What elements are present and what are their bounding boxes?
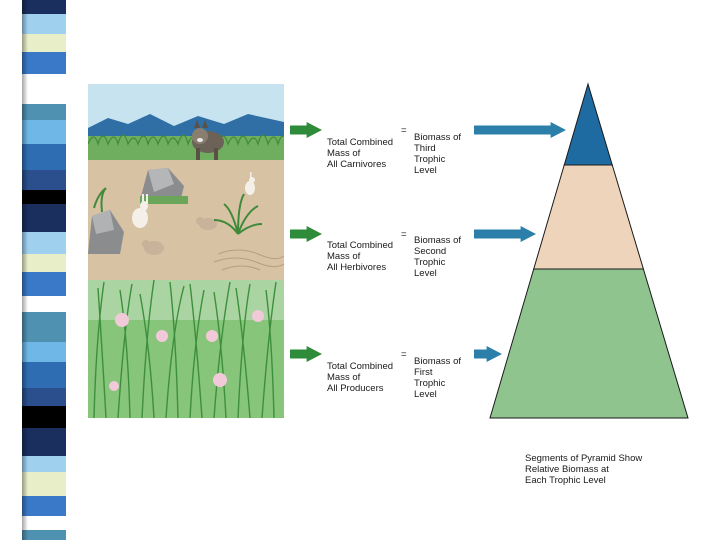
stripe-block (22, 342, 66, 362)
green-arrow-icon (290, 122, 322, 138)
equals-sign: = (401, 125, 407, 136)
pyramid-first-level (489, 268, 689, 419)
rock-icon (88, 210, 124, 254)
blue-arrow-icon (474, 226, 536, 242)
stripe-block (22, 120, 66, 144)
stripe-block (22, 144, 66, 170)
rock-icon (140, 168, 184, 202)
grass-icon (93, 187, 263, 235)
stripe-block (22, 74, 66, 104)
rabbit-icon (142, 240, 164, 255)
stripe-block (22, 272, 66, 296)
green-arrow-icon (290, 226, 322, 242)
stripe-block (22, 296, 66, 312)
stripe-block (22, 204, 66, 232)
grass-icon (93, 279, 277, 418)
decorative-stripe (22, 0, 66, 540)
pyramid-second-level (533, 164, 645, 270)
stripe-block (22, 516, 66, 530)
stripe-block (22, 0, 66, 14)
stripe-block (22, 530, 66, 540)
stripe-block (22, 34, 66, 52)
stripe-block (22, 312, 66, 342)
equals-sign: = (401, 349, 407, 360)
blue-arrow-icon (474, 122, 566, 138)
flower-icon (109, 310, 264, 391)
stripe-block (22, 52, 66, 74)
stripe-block (22, 428, 66, 456)
stripe-block (22, 472, 66, 496)
stripe-block (22, 232, 66, 254)
stripe-block (22, 406, 66, 428)
stripe-block (22, 104, 66, 120)
stripe-block (22, 496, 66, 516)
rabbit-icon (132, 194, 148, 228)
stripe-block (22, 170, 66, 190)
rabbit-icon (245, 172, 255, 195)
ecosystem-illustration (88, 84, 284, 418)
wolf-icon (192, 120, 224, 160)
equals-sign: = (401, 229, 407, 240)
stripe-block (22, 14, 66, 34)
blue-arrow-icon (474, 346, 502, 362)
stripe-block (22, 362, 66, 388)
pyramid-third-level (563, 82, 613, 166)
stripe-block (22, 456, 66, 472)
green-arrow-icon (290, 346, 322, 362)
stripe-block (22, 388, 66, 406)
stripe-block (22, 254, 66, 272)
rabbit-icon (196, 217, 217, 230)
stripe-block (22, 190, 66, 204)
